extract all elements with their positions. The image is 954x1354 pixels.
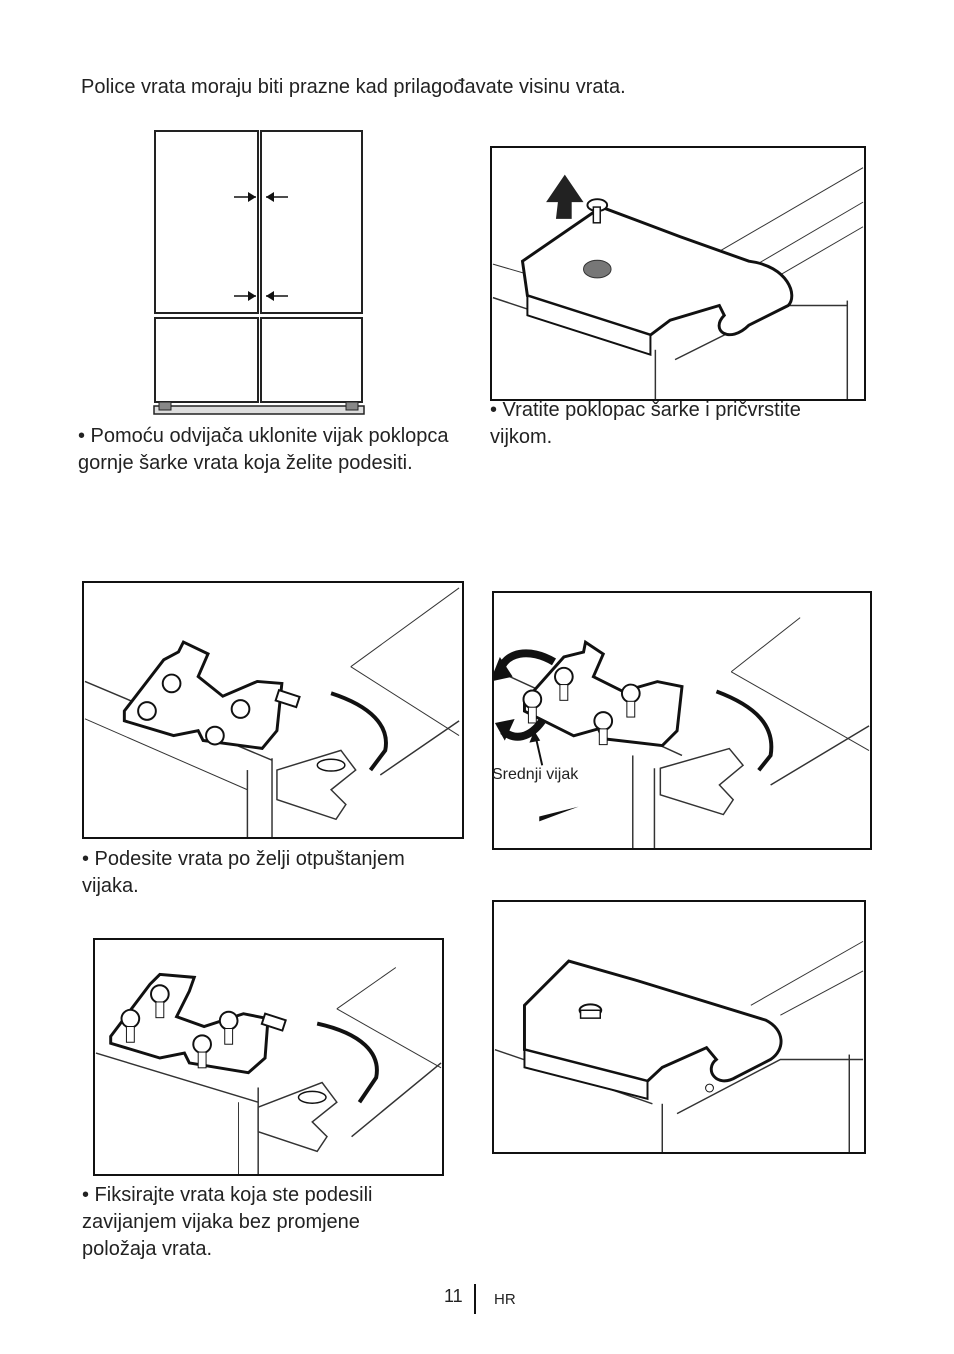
middle-screw-callout: Srednji vijak <box>492 766 579 783</box>
footer-divider <box>474 1284 476 1314</box>
tighten-screws-illustration <box>93 938 444 1176</box>
caption-adjust-door: • Podesite vrata po želji otpuštanjem vi… <box>82 848 405 897</box>
hinge-cover-refit-illustration <box>492 900 866 1154</box>
hinge-plate-adjust-illustration <box>82 581 464 839</box>
loosen-screws-illustration <box>492 591 872 850</box>
caption-fix-door: • Fiksirajte vrata koja ste podesili zav… <box>82 1184 373 1260</box>
hinge-cover-removal-illustration <box>490 146 866 401</box>
fridge-front-illustration <box>150 128 370 420</box>
intro-text: Police vrata moraju biti prazne kad pril… <box>81 76 626 98</box>
page-number: 11 <box>444 1286 463 1306</box>
caption-remove-screw: • Pomoću odvijača uklonite vijak poklopc… <box>78 425 449 474</box>
language-code: HR <box>494 1291 516 1308</box>
caption-replace-cover: • Vratite poklopac šarke i pričvrstite v… <box>490 399 801 448</box>
